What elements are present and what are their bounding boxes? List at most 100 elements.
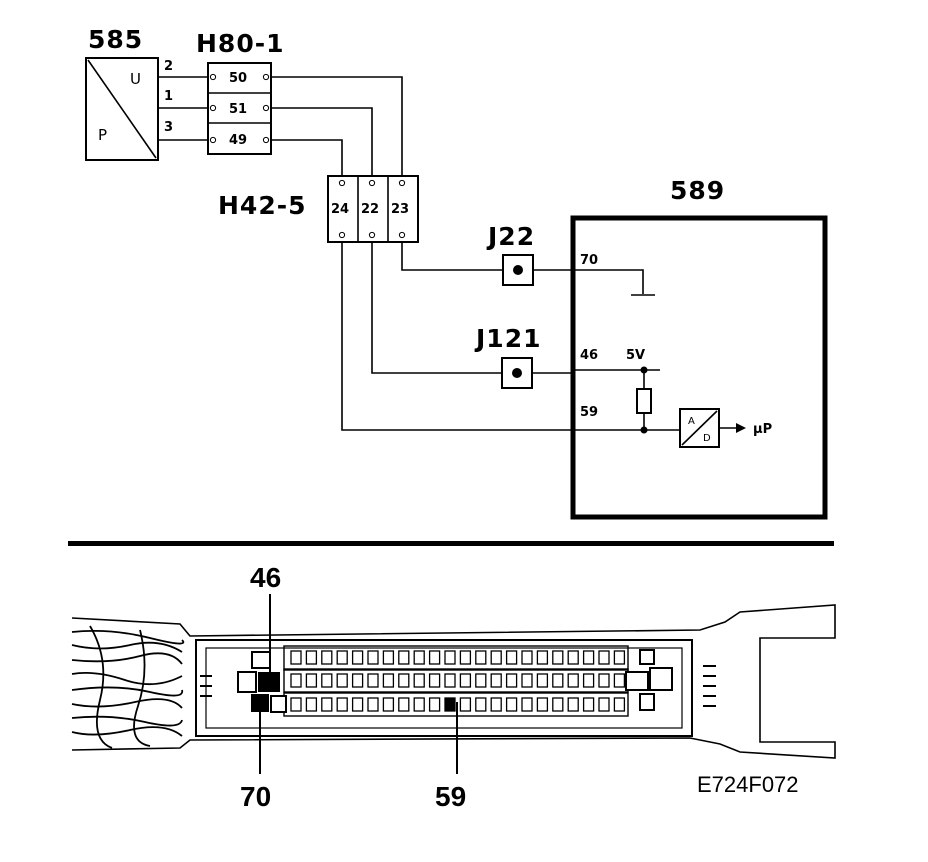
- cavity: [290, 697, 302, 712]
- cavity: [598, 673, 610, 688]
- cavity: [582, 650, 595, 665]
- cavity: [582, 673, 595, 688]
- cavity: [336, 697, 348, 712]
- cavity: [351, 650, 364, 665]
- cavity: [305, 673, 318, 688]
- cavity: [305, 697, 318, 712]
- cavity: [367, 673, 379, 688]
- callout-59: 59: [435, 781, 466, 812]
- cavity: [459, 650, 472, 665]
- cavity: [398, 697, 410, 712]
- cavity: [351, 697, 364, 712]
- sensor-id: 585: [88, 25, 143, 54]
- adc-label-a: A: [688, 416, 695, 427]
- ecu-pin-46: 46: [580, 348, 598, 363]
- cavity: [459, 673, 472, 688]
- cavity: [321, 673, 333, 688]
- h80-terminal-50: 50: [229, 71, 247, 86]
- cavity: [413, 697, 425, 712]
- cavity: [428, 650, 441, 665]
- cavity: [444, 673, 456, 688]
- callout-70: 70: [240, 781, 271, 812]
- j22-id: J22: [486, 222, 535, 251]
- cavity: [536, 650, 549, 665]
- cavity: [428, 697, 441, 712]
- cavity-46: [258, 672, 280, 692]
- section-divider: [68, 541, 834, 546]
- cavity: [382, 697, 395, 712]
- cavity: [505, 673, 518, 688]
- cavity: [613, 673, 626, 688]
- h80-terminal-49: 49: [229, 133, 247, 148]
- cavity: [552, 650, 564, 665]
- cavity: [336, 650, 348, 665]
- cavity: [582, 697, 595, 712]
- h80-id: H80-1: [196, 29, 284, 58]
- adc-block: A D: [679, 408, 720, 448]
- cavity: [598, 650, 610, 665]
- cavity: [521, 673, 533, 688]
- wire-bundle: [71, 625, 185, 749]
- cavity: [398, 650, 410, 665]
- ecu-id: 589: [670, 176, 725, 205]
- connector-h42-5: H42-5 24 22 23: [218, 175, 419, 243]
- ecu-connector-view: 46 70 59: [71, 562, 836, 812]
- cavity: [475, 673, 487, 688]
- cavity: [367, 697, 379, 712]
- connector-h80-1: H80-1 50 51 49: [196, 29, 284, 155]
- sensor-585: 585 U P 2 1 3: [85, 25, 173, 161]
- cavity: [367, 650, 379, 665]
- cavity-59: [444, 697, 456, 712]
- cavity: [398, 673, 410, 688]
- cavity: [413, 650, 425, 665]
- sensor-label-u: U: [130, 70, 141, 88]
- cavity: [321, 697, 333, 712]
- ecu-589: 589 70 46 5V 59 A D μP: [570, 176, 828, 520]
- cavity: [567, 650, 579, 665]
- cavity: [336, 673, 348, 688]
- ecu-pin-59: 59: [580, 405, 598, 420]
- cavity: [290, 673, 302, 688]
- ecu-pin-70: 70: [580, 253, 598, 268]
- cavity: [382, 650, 395, 665]
- cavity: [613, 650, 626, 665]
- sensor-pin-3: 3: [164, 120, 173, 135]
- h42-terminal-23: 23: [391, 202, 409, 217]
- ecu-supply-5v: 5V: [626, 348, 645, 363]
- cavity: [552, 697, 564, 712]
- callout-46: 46: [250, 562, 281, 593]
- figure-reference: E724F072: [697, 772, 799, 797]
- cavity: [382, 673, 395, 688]
- sensor-pin-2: 2: [164, 59, 173, 74]
- junction-j22: J22: [486, 222, 535, 286]
- h42-terminal-24: 24: [331, 202, 349, 217]
- cavity: [536, 673, 549, 688]
- cavity: [567, 697, 579, 712]
- cavity: [321, 650, 333, 665]
- j121-id: J121: [474, 324, 542, 353]
- cavity: [305, 650, 318, 665]
- sensor-label-p: P: [98, 126, 107, 144]
- output-arrow: [736, 423, 746, 433]
- h42-terminal-22: 22: [361, 202, 379, 217]
- cavity: [552, 673, 564, 688]
- junction-j121: J121: [474, 324, 542, 389]
- cavity: [521, 697, 533, 712]
- cavity: [521, 650, 533, 665]
- cavity: [490, 697, 502, 712]
- cavity: [490, 650, 502, 665]
- pullup-resistor: [636, 388, 652, 414]
- cavity: [444, 650, 456, 665]
- cavity: [536, 697, 549, 712]
- cavity: [290, 650, 302, 665]
- cavity: [428, 673, 441, 688]
- cavity: [567, 673, 579, 688]
- cavity: [505, 697, 518, 712]
- sensor-pin-1: 1: [164, 89, 173, 104]
- cavity-70: [251, 694, 269, 712]
- cavity: [613, 697, 626, 712]
- adc-label-d: D: [703, 433, 711, 444]
- cavity: [459, 697, 472, 712]
- h42-id: H42-5: [218, 191, 306, 220]
